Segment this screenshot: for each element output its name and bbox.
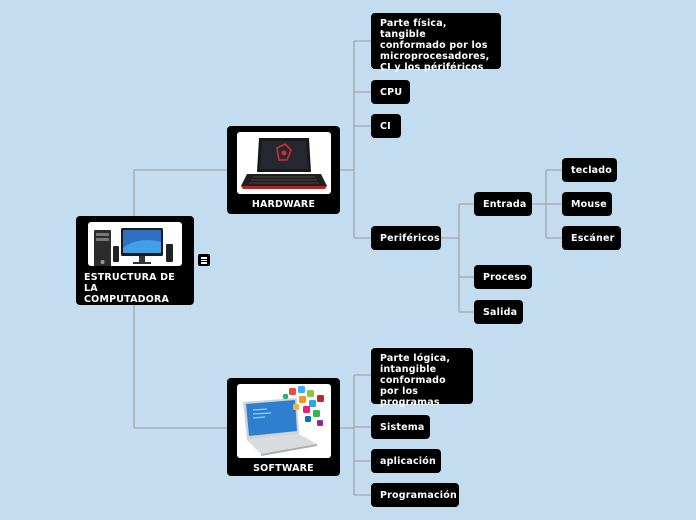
laptop-apps-icon — [242, 386, 324, 456]
aplicacion-node[interactable]: aplicación — [371, 449, 441, 473]
escaner-label: Escáner — [571, 232, 615, 244]
aplicacion-label: aplicación — [380, 455, 436, 467]
laptop-apps-image — [236, 384, 331, 458]
software-node[interactable]: SOFTWARE — [227, 378, 340, 476]
teclado-label: teclado — [571, 164, 613, 176]
desktop-computer-icon — [94, 228, 173, 266]
sistema-label: Sistema — [380, 421, 425, 433]
programacion-label: Programación — [380, 489, 457, 501]
desktop-computer-image — [88, 222, 182, 266]
hardware-definition-node[interactable]: Parte física, tangible conformado por lo… — [371, 13, 501, 73]
ci-node[interactable]: CI — [371, 114, 401, 138]
entrada-node[interactable]: Entrada — [474, 192, 532, 216]
ci-label: CI — [380, 120, 391, 132]
cpu-label: CPU — [380, 86, 403, 98]
sistema-node[interactable]: Sistema — [371, 415, 430, 439]
hardware-label: HARDWARE — [251, 199, 316, 210]
cpu-node[interactable]: CPU — [371, 80, 410, 104]
software-definition-node[interactable]: Parte lógica, intangible conformado por … — [371, 348, 473, 408]
teclado-node[interactable]: teclado — [562, 158, 617, 182]
software-label: SOFTWARE — [253, 463, 314, 474]
laptop-image — [236, 132, 331, 194]
programacion-node[interactable]: Programación — [371, 483, 459, 507]
hardware-definition-text: Parte física, tangible conformado por lo… — [380, 18, 490, 73]
perifericos-label: Periféricos — [380, 232, 440, 244]
mouse-label: Mouse — [571, 198, 607, 210]
perifericos-node[interactable]: Periféricos — [371, 226, 441, 250]
escaner-node[interactable]: Escáner — [562, 226, 621, 250]
laptop-icon — [240, 138, 327, 189]
salida-label: Salida — [483, 306, 518, 318]
software-definition-text: Parte lógica, intangible conformado por … — [380, 353, 451, 408]
entrada-label: Entrada — [483, 198, 527, 210]
proceso-node[interactable]: Proceso — [474, 265, 532, 289]
hardware-node[interactable]: HARDWARE — [227, 126, 340, 214]
mouse-node[interactable]: Mouse — [562, 192, 612, 216]
root-label: ESTRUCTURA DE LA COMPUTADORA — [84, 272, 175, 305]
connector-root-trunk — [133, 169, 227, 216]
salida-node[interactable]: Salida — [474, 300, 523, 324]
root-node-estructura[interactable]: ESTRUCTURA DE LA COMPUTADORA — [76, 216, 194, 305]
notes-menu-icon[interactable] — [198, 254, 210, 266]
connector-root-software — [133, 305, 227, 429]
proceso-label: Proceso — [483, 271, 527, 283]
